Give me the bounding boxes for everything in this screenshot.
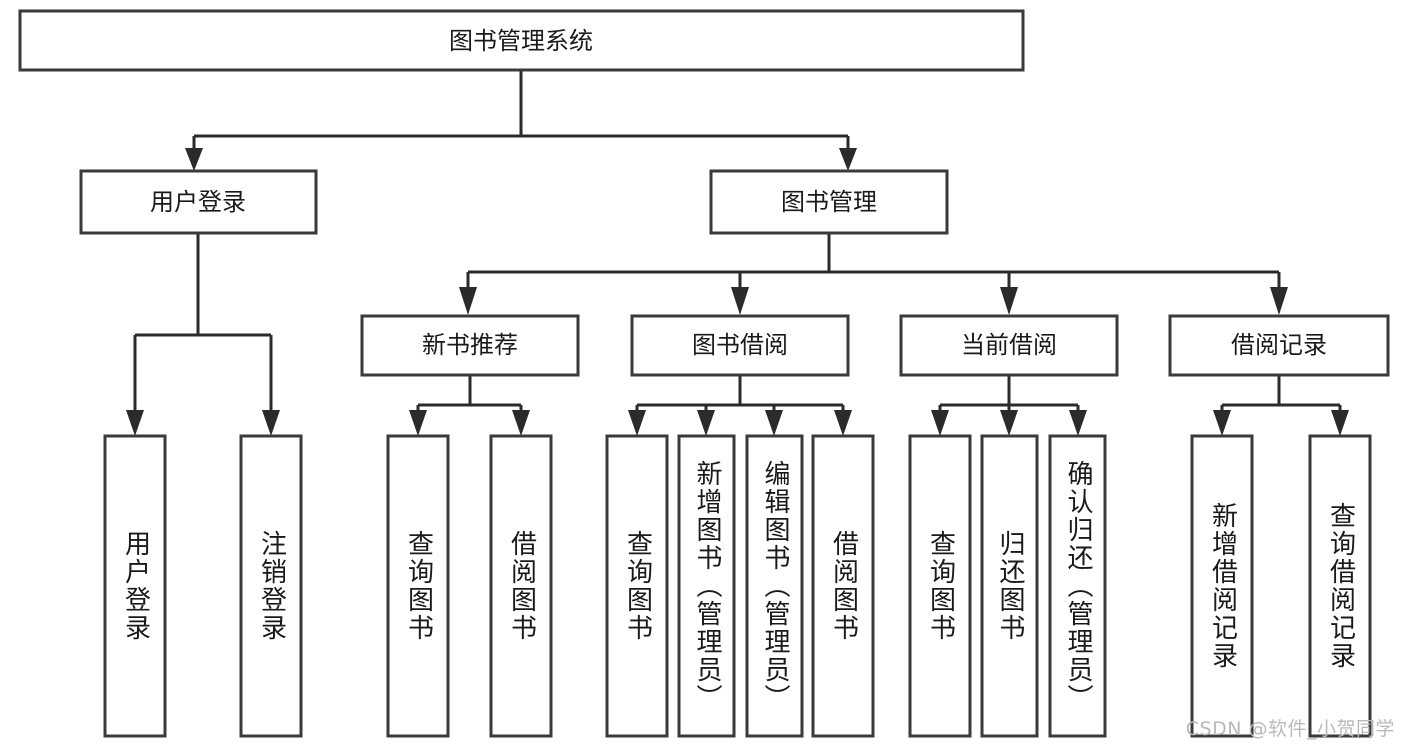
node-current-borrow-label: 当前借阅 — [961, 331, 1057, 359]
leaf-boxes — [103, 434, 1372, 738]
connector-userlogin-to-leaves — [126, 233, 280, 436]
connector-root-to-level2 — [185, 70, 857, 171]
connector-bookmanage-to-level3 — [459, 233, 1288, 315]
node-new-book-recommend[interactable]: 新书推荐 — [360, 314, 580, 377]
leafbox-user-login[interactable] — [103, 434, 167, 738]
leafbox-logout-login[interactable] — [239, 434, 303, 738]
watermark-text: CSDN @软件_小贺同学 — [1185, 718, 1395, 740]
node-current-borrow[interactable]: 当前借阅 — [899, 314, 1119, 377]
leafbox-query-record[interactable] — [1308, 434, 1372, 738]
connector-borrowrecord-to-leaves — [1213, 375, 1349, 436]
node-user-login[interactable]: 用户登录 — [79, 169, 318, 235]
leafbox-borrow-book-1[interactable] — [489, 434, 553, 738]
connector-bookborrow-to-leaves — [628, 375, 852, 436]
node-book-borrow[interactable]: 图书借阅 — [630, 314, 850, 377]
connector-currentborrow-to-leaves — [931, 375, 1087, 436]
leafbox-query-book-2[interactable] — [605, 434, 669, 738]
node-borrow-record[interactable]: 借阅记录 — [1168, 314, 1390, 377]
leafbox-return-book[interactable] — [980, 434, 1039, 738]
node-root-label: 图书管理系统 — [449, 27, 593, 55]
connector-newbook-to-leaves — [409, 375, 530, 436]
leafbox-borrow-book-2[interactable] — [811, 434, 875, 738]
node-book-borrow-label: 图书借阅 — [692, 331, 788, 359]
leafbox-confirm-return[interactable] — [1048, 434, 1107, 738]
node-user-login-label: 用户登录 — [150, 188, 246, 216]
node-new-book-recommend-label: 新书推荐 — [422, 331, 518, 359]
leafbox-query-book-1[interactable] — [386, 434, 450, 738]
leafbox-query-book-3[interactable] — [908, 434, 972, 738]
node-book-manage-label: 图书管理 — [781, 188, 877, 216]
leafbox-add-record[interactable] — [1190, 434, 1254, 738]
node-root-system[interactable]: 图书管理系统 — [18, 9, 1025, 72]
node-borrow-record-label: 借阅记录 — [1231, 331, 1327, 359]
leafbox-add-book[interactable] — [677, 434, 736, 738]
node-book-manage[interactable]: 图书管理 — [709, 169, 949, 235]
leafbox-edit-book[interactable] — [745, 434, 804, 738]
